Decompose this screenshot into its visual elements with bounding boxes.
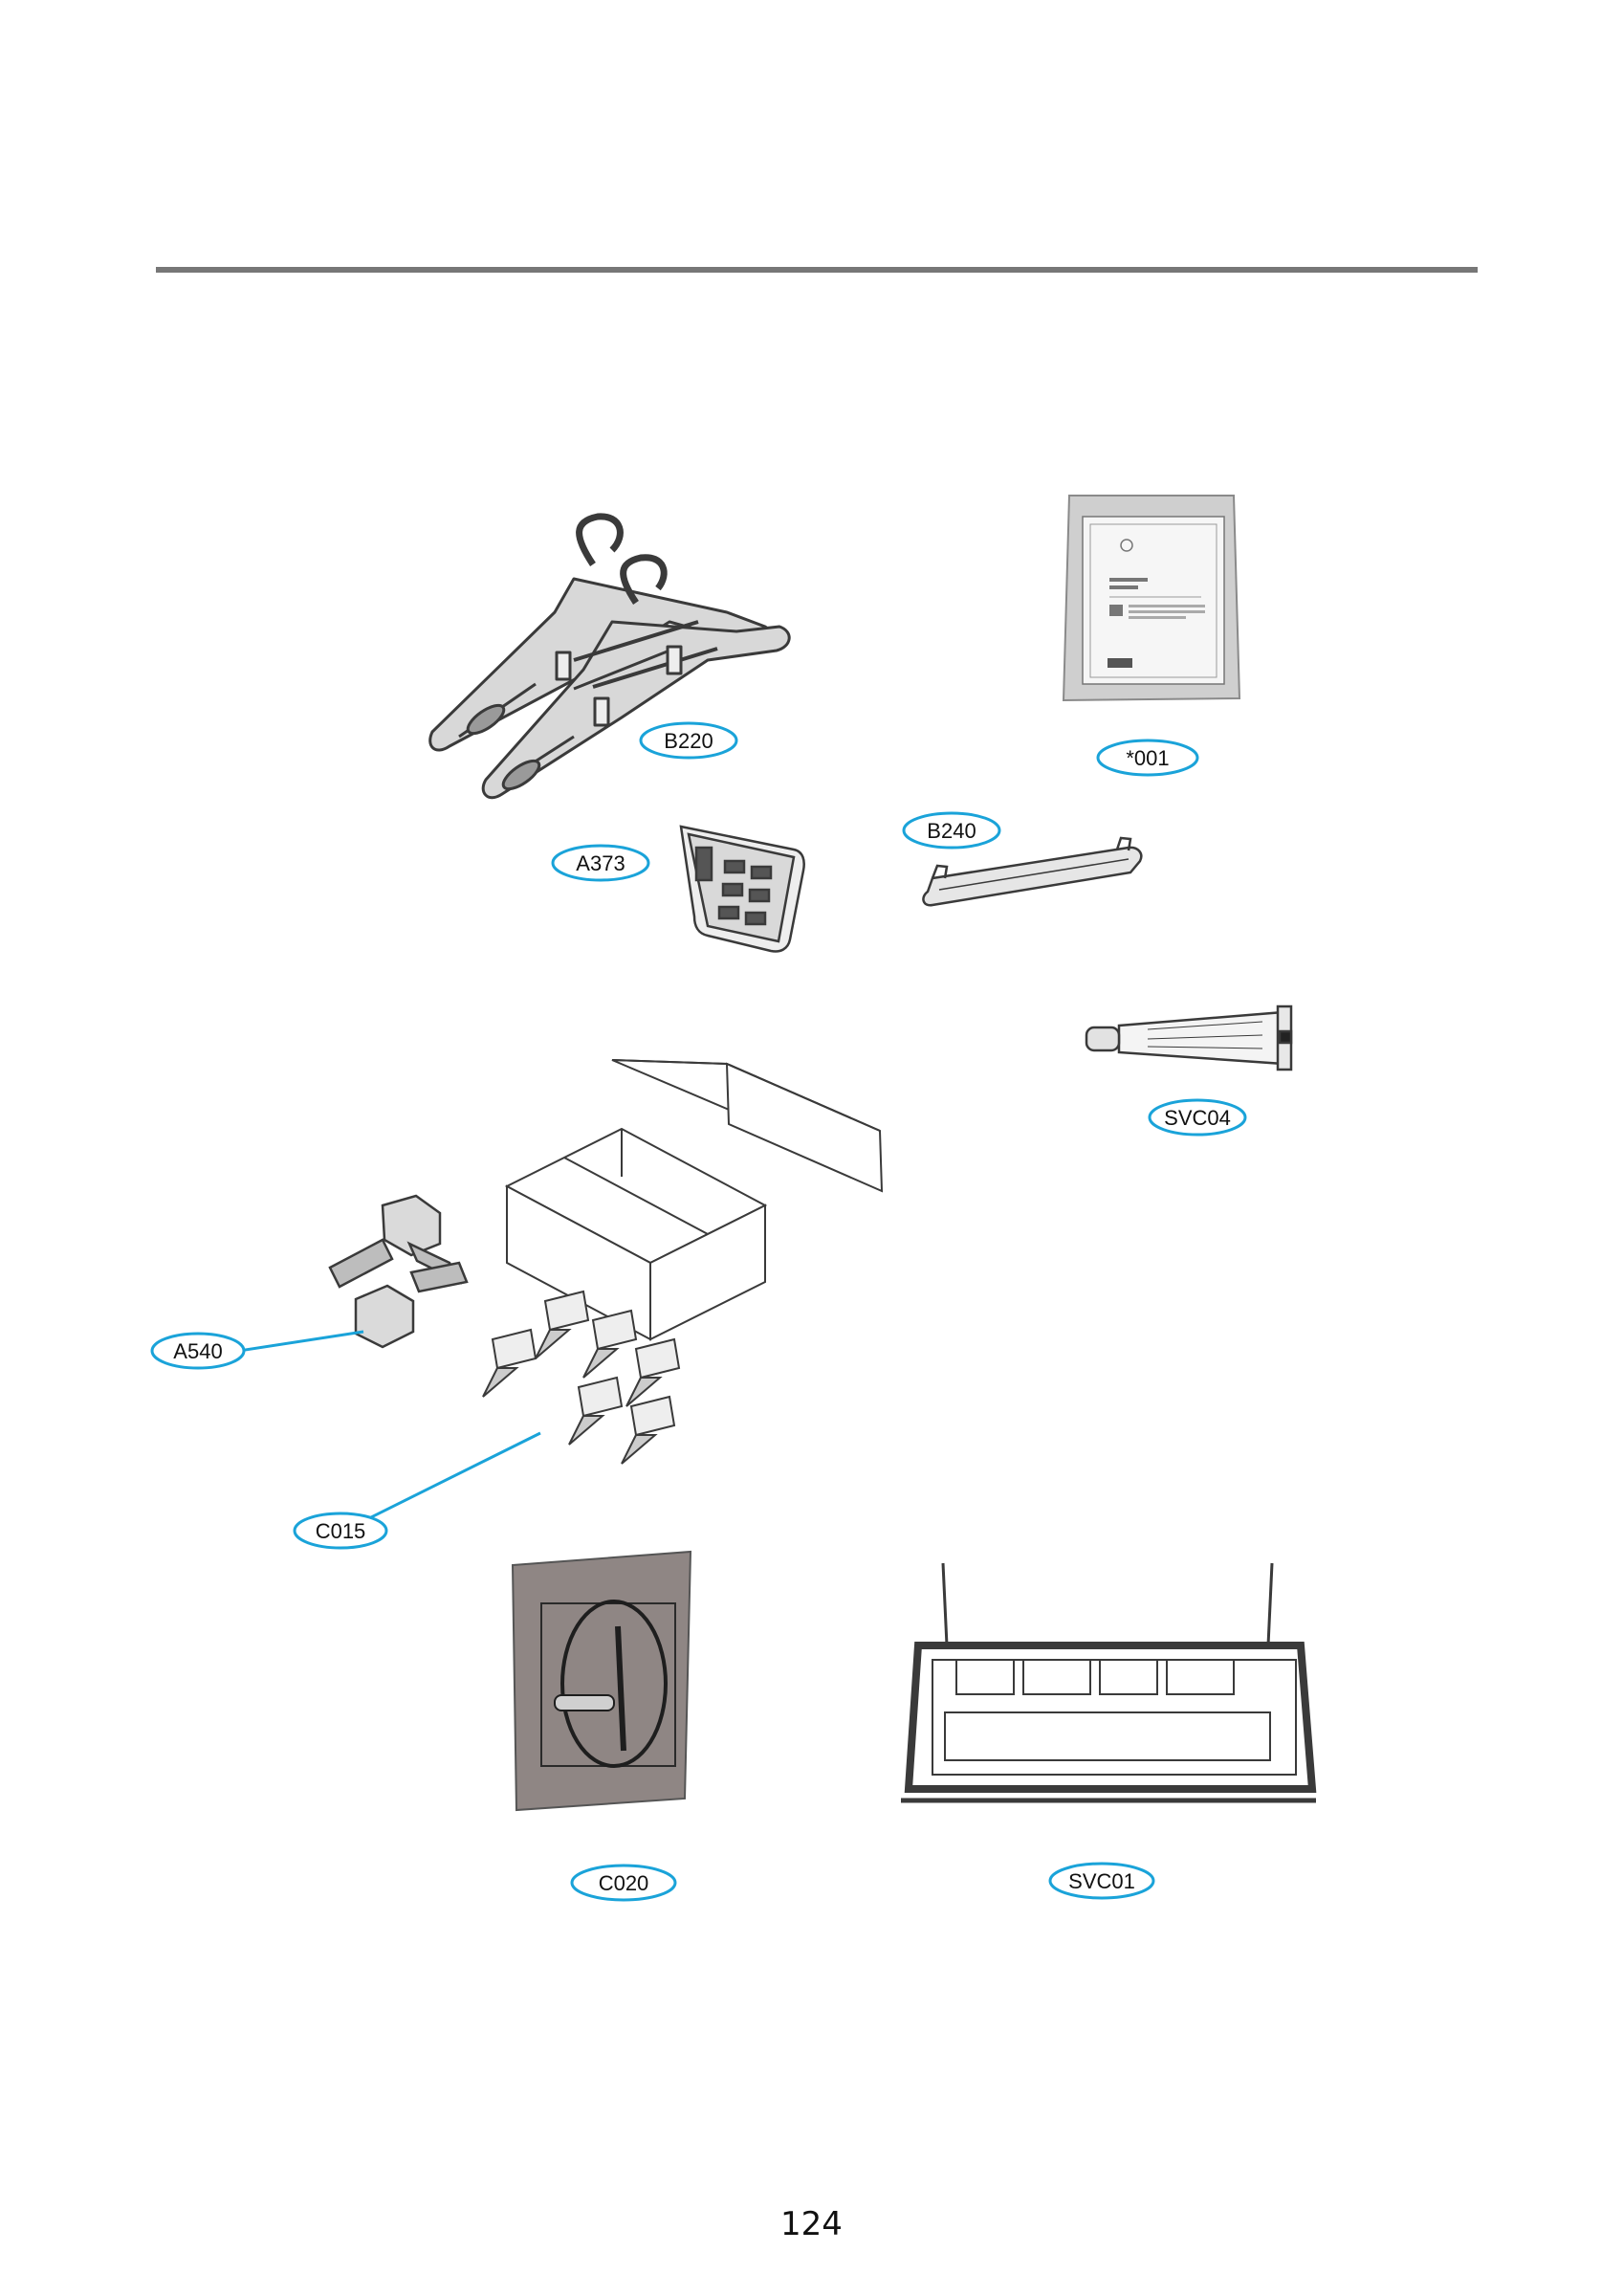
callout-svc04: SVC04 — [1148, 1098, 1247, 1137]
page-number: 124 — [780, 2205, 843, 2243]
callout-svc01-text: SVC01 — [1068, 1869, 1135, 1893]
a540-leader-line — [238, 1330, 364, 1353]
callout-a373-text: A373 — [576, 851, 625, 875]
top-rule — [156, 267, 1478, 273]
callout-c015-text: C015 — [316, 1519, 366, 1543]
anchor-bag-illustration — [511, 1550, 692, 1812]
callout-b240-text: B240 — [927, 819, 976, 843]
leveling-foot-illustration — [328, 1194, 469, 1349]
callout-b240: B240 — [902, 811, 1001, 850]
callout-001-text: *001 — [1126, 746, 1169, 770]
manual-bag-illustration — [1062, 495, 1241, 702]
grease-tube-illustration — [1085, 1004, 1293, 1071]
egg-tray-illustration — [679, 825, 805, 953]
callout-c015: C015 — [293, 1512, 388, 1550]
callout-b220: B220 — [639, 721, 738, 760]
callout-001: *001 — [1096, 739, 1199, 777]
c015-leader-line — [362, 1431, 541, 1523]
shelf-frame-illustration — [901, 1562, 1317, 1803]
callout-a540-text: A540 — [173, 1339, 222, 1363]
callout-b220-text: B220 — [664, 729, 713, 753]
shelf-bar-illustration — [922, 836, 1143, 907]
callout-svc04-text: SVC04 — [1164, 1106, 1231, 1130]
callout-a373: A373 — [551, 844, 650, 882]
callout-a540: A540 — [150, 1332, 246, 1370]
hanger-illustration — [428, 513, 791, 800]
spike-feet-illustration — [482, 1290, 681, 1465]
callout-c020-text: C020 — [599, 1871, 649, 1895]
callout-c020: C020 — [570, 1864, 677, 1902]
callout-svc01: SVC01 — [1048, 1862, 1155, 1900]
accessory-box-illustration — [504, 1059, 884, 1341]
